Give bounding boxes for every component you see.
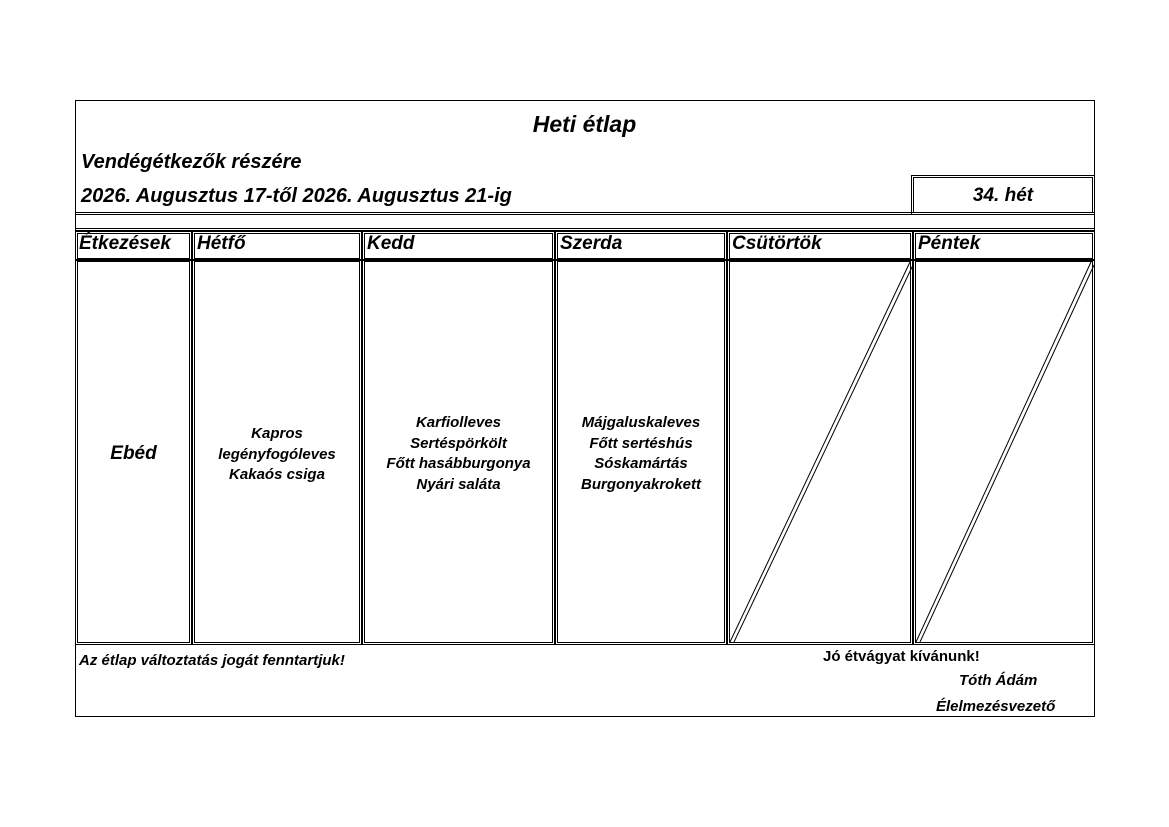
cell-friday xyxy=(913,259,1095,645)
footer-notice: Az étlap változtatás jogát fenntartjuk! xyxy=(79,652,345,669)
page-title: Heti étlap xyxy=(532,111,637,137)
cell-meal: Ebéd xyxy=(75,259,192,645)
dish: Burgonyakrokett xyxy=(580,475,702,493)
col-header-meals-label: Étkezések xyxy=(79,233,171,254)
col-header-thursday-label: Csütörtök xyxy=(732,233,822,254)
dish: legényfogóleves xyxy=(218,445,336,463)
dish: Májgaluskaleves xyxy=(581,414,701,431)
cell-tuesday: Karfiolleves Sertéspörkölt Főtt hasábbur… xyxy=(362,259,555,645)
dish: Kakaós csiga xyxy=(229,466,325,483)
col-header-monday-label: Hétfő xyxy=(197,233,246,254)
col-header-tuesday-label: Kedd xyxy=(367,233,415,254)
dish: Főtt sertéshús xyxy=(589,434,693,452)
wednesday-dishes: Májgaluskaleves Főtt sertéshús Sóskamárt… xyxy=(558,413,724,495)
monday-dishes: Kapros legényfogóleves Kakaós csiga xyxy=(195,424,359,486)
week-label: 34. hét xyxy=(972,185,1034,206)
meal-label: Ebéd xyxy=(110,443,157,464)
dish: Sóskamártás xyxy=(594,455,688,472)
dish: Főtt hasábburgonya xyxy=(386,455,531,472)
footer-wish: Jó étvágyat kívánunk! xyxy=(823,648,980,665)
col-header-friday-label: Péntek xyxy=(918,233,981,254)
dish: Nyári saláta xyxy=(416,475,501,493)
thursday-strike xyxy=(729,261,914,643)
dish: Sertéspörkölt xyxy=(410,434,507,452)
week-box: 34. hét xyxy=(911,175,1095,215)
col-header-wednesday-label: Szerda xyxy=(560,233,623,254)
dish: Kapros xyxy=(251,425,303,442)
header-separator xyxy=(75,212,1095,231)
date-range: 2026. Augusztus 17-től 2026. Augusztus 2… xyxy=(81,185,512,207)
dish: Karfiolleves xyxy=(415,414,502,431)
cell-monday: Kapros legényfogóleves Kakaós csiga xyxy=(192,259,362,645)
footer-role: Élelmezésvezető xyxy=(936,698,1056,715)
footer-name: Tóth Ádám xyxy=(959,672,1038,689)
tuesday-dishes: Karfiolleves Sertéspörkölt Főtt hasábbur… xyxy=(365,413,552,495)
cell-wednesday: Májgaluskaleves Főtt sertéshús Sóskamárt… xyxy=(555,259,727,645)
subtitle: Vendégétkezők részére xyxy=(81,151,302,173)
friday-strike xyxy=(915,261,1095,643)
cell-thursday xyxy=(727,259,913,645)
